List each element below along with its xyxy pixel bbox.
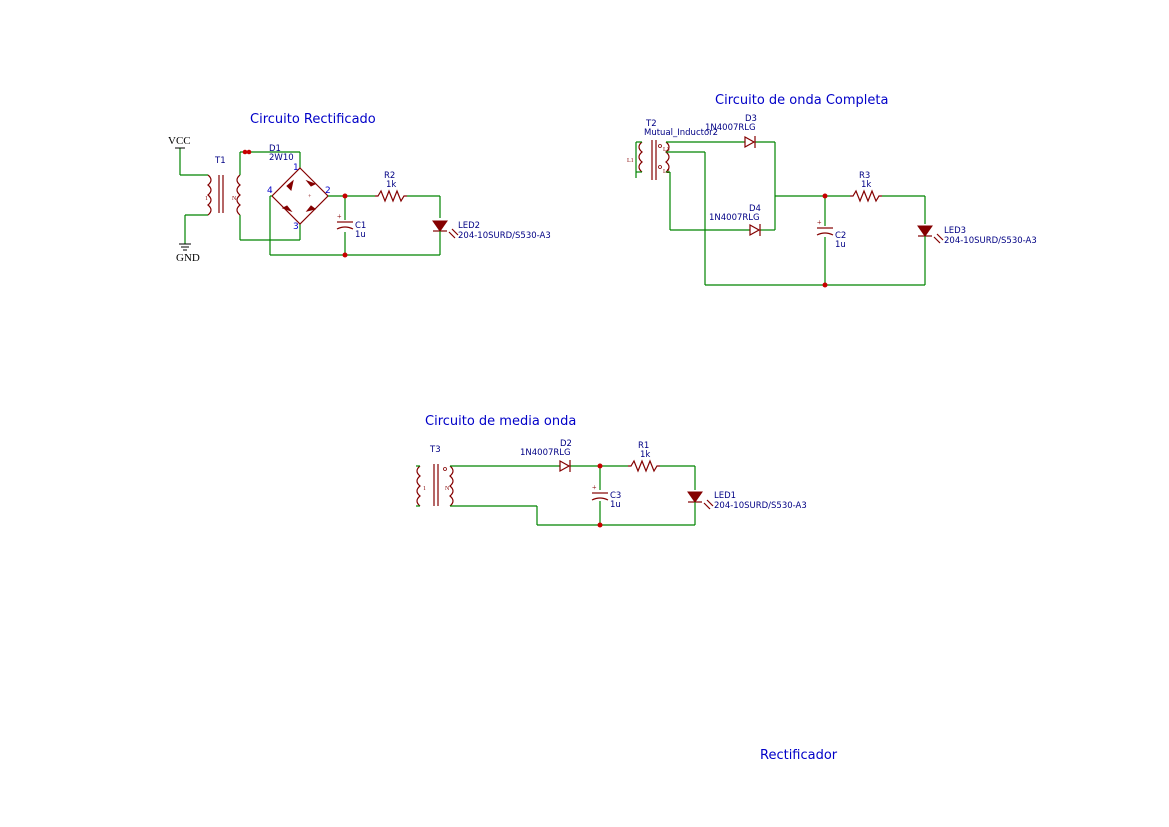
d2-value: 1N4007RLG bbox=[520, 448, 571, 458]
d1-pin-1: 1 bbox=[293, 163, 299, 173]
diode-d4: D4 1N4007RLG bbox=[709, 204, 761, 237]
led3-ref: LED3 bbox=[944, 226, 966, 236]
c1-ref: C1 bbox=[355, 221, 366, 231]
t2-value: Mutual_Inductor2 bbox=[644, 128, 718, 138]
d1-value: 2W10 bbox=[269, 153, 294, 163]
svg-text:+: + bbox=[817, 218, 822, 227]
led1-value: 204-10SURD/S530-A3 bbox=[714, 501, 807, 511]
vcc-symbol: VCC bbox=[168, 135, 208, 176]
svg-text:+: + bbox=[337, 212, 342, 221]
d4-ref: D4 bbox=[749, 204, 761, 214]
svg-text:N: N bbox=[445, 486, 450, 492]
half-wave-circuit: 1 N T3 D2 1N4007RLG R1 1k bbox=[416, 439, 807, 528]
transformer-t3: 1 N T3 bbox=[416, 445, 454, 507]
svg-text:1: 1 bbox=[423, 486, 426, 492]
c1-value: 1u bbox=[355, 230, 366, 240]
capacitor-c3: + C3 1u bbox=[591, 483, 621, 510]
d1-pin-2: 2 bbox=[325, 186, 331, 196]
r3-ref: R3 bbox=[859, 171, 870, 181]
svg-text:L1: L1 bbox=[627, 158, 634, 164]
c3-value: 1u bbox=[610, 500, 621, 510]
title-full-wave-circuit: Circuito de onda Completa bbox=[715, 93, 888, 108]
c2-ref: C2 bbox=[835, 231, 846, 241]
c3-ref: C3 bbox=[610, 491, 621, 501]
led2-ref: LED2 bbox=[458, 221, 480, 231]
r3-value: 1k bbox=[861, 180, 871, 190]
resistor-r2: R2 1k bbox=[375, 171, 407, 203]
svg-text:1: 1 bbox=[205, 196, 208, 202]
title-half-wave-circuit: Circuito de media onda bbox=[425, 414, 576, 429]
resistor-r1: R1 1k bbox=[628, 441, 660, 473]
led2: LED2 204-10SURD/S530-A3 bbox=[432, 220, 551, 255]
r2-value: 1k bbox=[386, 180, 396, 190]
d3-value: 1N4007RLG bbox=[705, 123, 756, 133]
led1-ref: LED1 bbox=[714, 491, 736, 501]
title-rectified-circuit: Circuito Rectificado bbox=[250, 112, 376, 127]
svg-text:L3: L3 bbox=[663, 147, 670, 153]
diode-d3: D3 1N4007RLG bbox=[705, 114, 757, 149]
d4-value: 1N4007RLG bbox=[709, 213, 760, 223]
bridge-rectifier-d1: + D1 2W10 1 2 3 4 bbox=[267, 144, 331, 232]
d1-pin-3: 3 bbox=[293, 222, 299, 232]
gnd-label: GND bbox=[176, 252, 200, 264]
vcc-label: VCC bbox=[168, 135, 191, 147]
svg-text:N: N bbox=[232, 196, 237, 202]
gnd-symbol: GND bbox=[176, 214, 208, 264]
diode-d2: D2 1N4007RLG bbox=[520, 439, 572, 473]
capacitor-c1: + C1 1u bbox=[336, 212, 366, 240]
d2-ref: D2 bbox=[560, 439, 572, 449]
d1-pin-4: 4 bbox=[267, 186, 273, 196]
t2-ref: T2 bbox=[645, 119, 657, 129]
r2-ref: R2 bbox=[384, 171, 395, 181]
resistor-r3: R3 1k bbox=[850, 171, 882, 203]
c2-value: 1u bbox=[835, 240, 846, 250]
t1-ref: T1 bbox=[214, 156, 226, 166]
r1-ref: R1 bbox=[638, 441, 649, 451]
full-wave-circuit: L1 L3 L2 T2 Mutual_Inductor2 D3 1N4007RL… bbox=[627, 114, 1037, 288]
svg-text:+: + bbox=[308, 194, 312, 200]
led3: LED3 204-10SURD/S530-A3 bbox=[917, 225, 1037, 285]
d1-ref: D1 bbox=[269, 144, 281, 154]
led3-value: 204-10SURD/S530-A3 bbox=[944, 236, 1037, 246]
d3-ref: D3 bbox=[745, 114, 757, 124]
transformer-t1: 1 N T1 bbox=[205, 156, 241, 216]
rectified-circuit: VCC GND 1 N T1 bbox=[168, 135, 551, 264]
capacitor-c2: + C2 1u bbox=[816, 218, 846, 250]
sheet-title: Rectificador bbox=[760, 748, 838, 763]
svg-text:+: + bbox=[592, 483, 597, 492]
led1: LED1 204-10SURD/S530-A3 bbox=[687, 491, 807, 525]
r1-value: 1k bbox=[640, 450, 650, 460]
led2-value: 204-10SURD/S530-A3 bbox=[458, 231, 551, 241]
t3-ref: T3 bbox=[429, 445, 441, 455]
